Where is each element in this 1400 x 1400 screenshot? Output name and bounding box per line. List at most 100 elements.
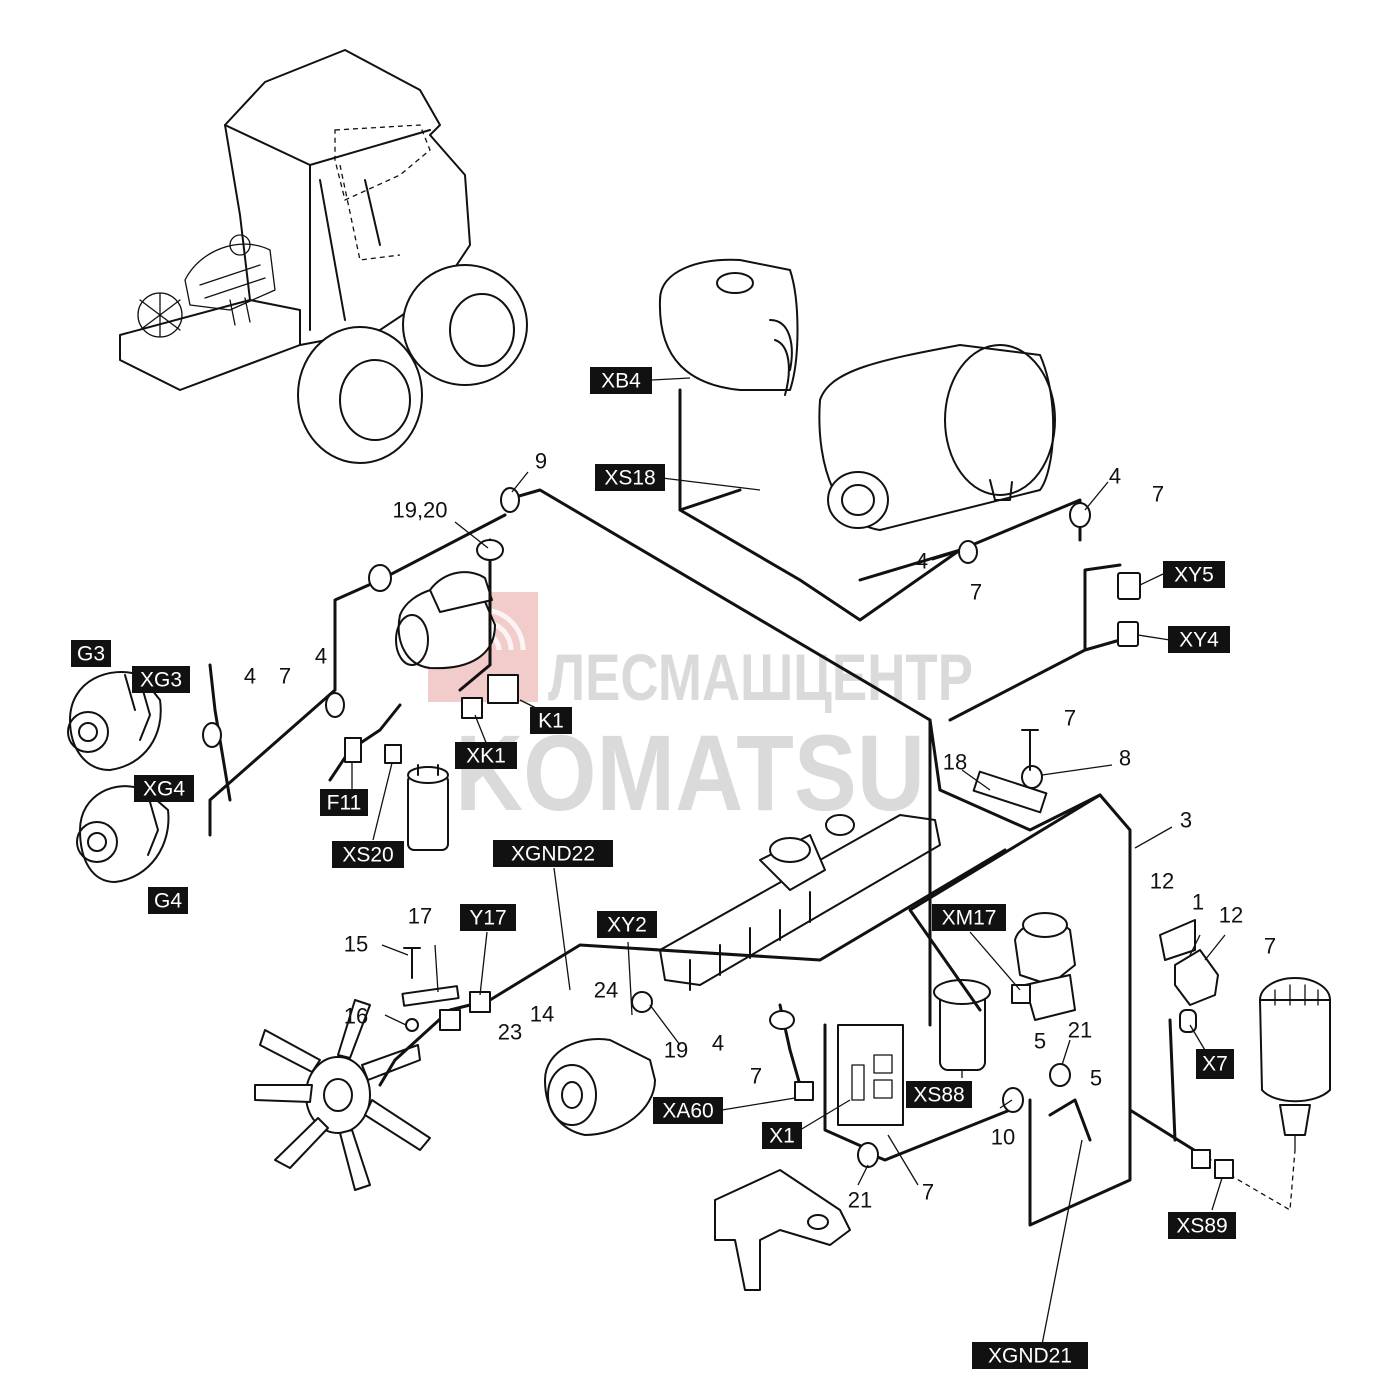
label-xs20: XS20 <box>332 841 404 868</box>
nut-16 <box>405 1018 419 1032</box>
clamp-21b <box>857 1142 879 1168</box>
bracket-17 <box>401 985 460 1007</box>
callout-7-center: 7 <box>970 580 982 605</box>
label-xs89: XS89 <box>1168 1212 1236 1239</box>
svg-text:XA60: XA60 <box>662 1100 713 1123</box>
label-xg4: XG4 <box>134 775 194 802</box>
callout-4-main: 4 <box>315 644 327 669</box>
xs89-connector-b <box>1214 1159 1234 1179</box>
front-wheel <box>297 326 423 464</box>
callout-18: 18 <box>943 750 967 775</box>
label-xg3: XG3 <box>132 666 190 693</box>
svg-text:XGND21: XGND21 <box>988 1345 1072 1368</box>
callout-17: 17 <box>408 904 432 929</box>
callout-5-upper: 5 <box>1034 1029 1046 1054</box>
callout-10: 10 <box>991 1125 1015 1150</box>
svg-text:X7: X7 <box>1202 1053 1228 1076</box>
svg-text:X1: X1 <box>769 1125 795 1148</box>
callout-23: 23 <box>498 1020 522 1045</box>
watermark-text-line1: ЛЕСМАШЦЕНТР <box>548 640 973 714</box>
callout-21-left: 21 <box>848 1188 872 1213</box>
callout-16: 16 <box>344 1004 368 1029</box>
fuel-filter-xs88 <box>933 979 991 1071</box>
relay-bracket <box>1159 919 1219 1006</box>
clamp-9 <box>500 487 520 513</box>
label-x7: X7 <box>1196 1049 1234 1079</box>
watermark-text-line2: KOMATSU <box>455 712 925 833</box>
callout-1: 1 <box>1192 890 1204 915</box>
bolt-7 <box>1021 729 1039 771</box>
callout-14: 14 <box>530 1002 554 1027</box>
label-k1: K1 <box>530 707 572 734</box>
alternator-g3 <box>67 671 162 771</box>
label-xs18: XS18 <box>595 464 665 491</box>
callout-19-20: 19,20 <box>392 498 447 523</box>
svg-text:XS88: XS88 <box>913 1084 964 1107</box>
callout-7-relay: 7 <box>1264 934 1276 959</box>
callout-19: 19 <box>664 1038 688 1063</box>
label-xs88: XS88 <box>906 1081 972 1108</box>
callout-8: 8 <box>1119 746 1131 771</box>
xy4-connector <box>1117 621 1139 647</box>
callout-15: 15 <box>344 932 368 957</box>
clamp-19 <box>631 991 653 1013</box>
starter-motor <box>395 571 496 670</box>
fuel-pump-xm17 <box>1014 912 1076 1021</box>
label-y17: Y17 <box>460 904 516 931</box>
svg-text:XY2: XY2 <box>607 914 647 937</box>
callout-9: 9 <box>535 449 547 474</box>
callout-7-right: 7 <box>1152 482 1164 507</box>
svg-text:K1: K1 <box>538 710 564 733</box>
watermark: ЛЕСМАШЦЕНТР KOMATSU <box>428 592 973 833</box>
cooling-fan <box>254 999 431 1191</box>
label-x1: X1 <box>762 1122 802 1149</box>
callout-21-right: 21 <box>1068 1018 1092 1043</box>
clamp-21a <box>1049 1063 1071 1087</box>
label-xgnd22: XGND22 <box>493 840 613 867</box>
fan-connector <box>439 1009 461 1031</box>
boxed-labels: G3 XG3 XG4 G4 XB4 XS18 XY5 XY4 K1 XK1 F1… <box>71 367 1236 1369</box>
callout-4-g3: 4 <box>244 664 256 689</box>
svg-text:Y17: Y17 <box>469 907 506 930</box>
label-xa60: XA60 <box>653 1097 723 1124</box>
label-xk1: XK1 <box>455 742 517 769</box>
label-xm17: XM17 <box>932 904 1006 931</box>
water-separator <box>1259 977 1331 1151</box>
machine-overview <box>119 49 528 464</box>
svg-text:XG3: XG3 <box>140 669 182 692</box>
clamp-4-main <box>325 692 345 718</box>
clamp-4-bottom <box>769 1010 795 1030</box>
label-g3: G3 <box>71 640 111 667</box>
engine-bay <box>137 234 276 338</box>
clamp-4-center <box>958 540 978 564</box>
svg-text:G3: G3 <box>77 643 105 666</box>
callout-7-lower: 7 <box>922 1180 934 1205</box>
callout-24: 24 <box>594 978 618 1003</box>
svg-text:XS89: XS89 <box>1176 1215 1227 1238</box>
clamp-8 <box>1021 765 1043 789</box>
svg-text:G4: G4 <box>154 890 182 913</box>
clamp-10 <box>1002 1087 1024 1113</box>
label-xy5: XY5 <box>1163 561 1225 588</box>
wiring-harness <box>208 388 1296 1227</box>
callout-7-upper: 7 <box>1064 706 1076 731</box>
callout-5-lower: 5 <box>1090 1066 1102 1091</box>
numbered-callouts: 9 19,20 4 7 4 4 7 4 7 7 18 8 3 12 1 12 7… <box>244 449 1276 1213</box>
k1-relay <box>487 674 519 704</box>
control-unit <box>837 1024 904 1126</box>
ac-compressor <box>544 1038 656 1136</box>
callout-4-bottom: 4 <box>712 1031 724 1056</box>
callout-7-main: 7 <box>279 664 291 689</box>
callout-4-center: 4 <box>916 549 928 574</box>
bolt-15 <box>403 947 421 979</box>
expansion-tank <box>658 258 799 396</box>
svg-text:XGND22: XGND22 <box>511 843 595 866</box>
rear-wheel-hub <box>449 293 515 367</box>
svg-text:XS20: XS20 <box>342 844 393 867</box>
label-xy4: XY4 <box>1168 626 1230 653</box>
svg-text:XY5: XY5 <box>1174 564 1214 587</box>
xy5-connector <box>1117 572 1141 600</box>
clamp-4-g3 <box>202 722 222 748</box>
callout-7-bottom: 7 <box>750 1064 762 1089</box>
